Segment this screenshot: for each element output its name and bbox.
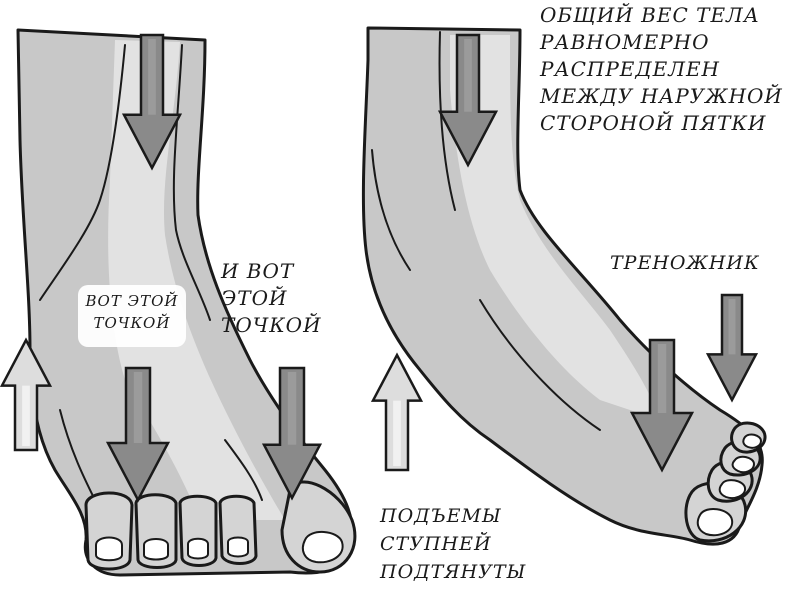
right-toenails: [696, 433, 762, 537]
down-arrow-icon: [437, 33, 499, 168]
down-arrow-icon: [629, 338, 695, 473]
tripod-label: ТРЕНОЖНИК: [610, 252, 760, 274]
arches-label: ПОДЪЕМЫ СТУПНЕЙ ПОДТЯНУТЫ: [380, 505, 527, 583]
down-arrow-icon: [121, 33, 183, 171]
arrows: [0, 33, 759, 503]
left-toenails: [95, 531, 344, 564]
down-arrow-icon: [105, 366, 171, 503]
point-label-small: ВОТ ЭТОЙ ТОЧКОЙ: [78, 285, 186, 347]
down-arrow-icon: [261, 366, 323, 501]
up-arrow-icon: [370, 352, 424, 472]
right-foot-highlight: [450, 35, 660, 420]
down-arrow-icon: [705, 293, 759, 403]
weight-label: ОБЩИЙ ВЕС ТЕЛА РАВНОМЕРНО РАСПРЕДЕЛЕН МЕ…: [540, 3, 783, 135]
up-arrow-icon: [0, 337, 53, 452]
point-label-large: И ВОТ ЭТОЙ ТОЧКОЙ: [221, 259, 322, 337]
